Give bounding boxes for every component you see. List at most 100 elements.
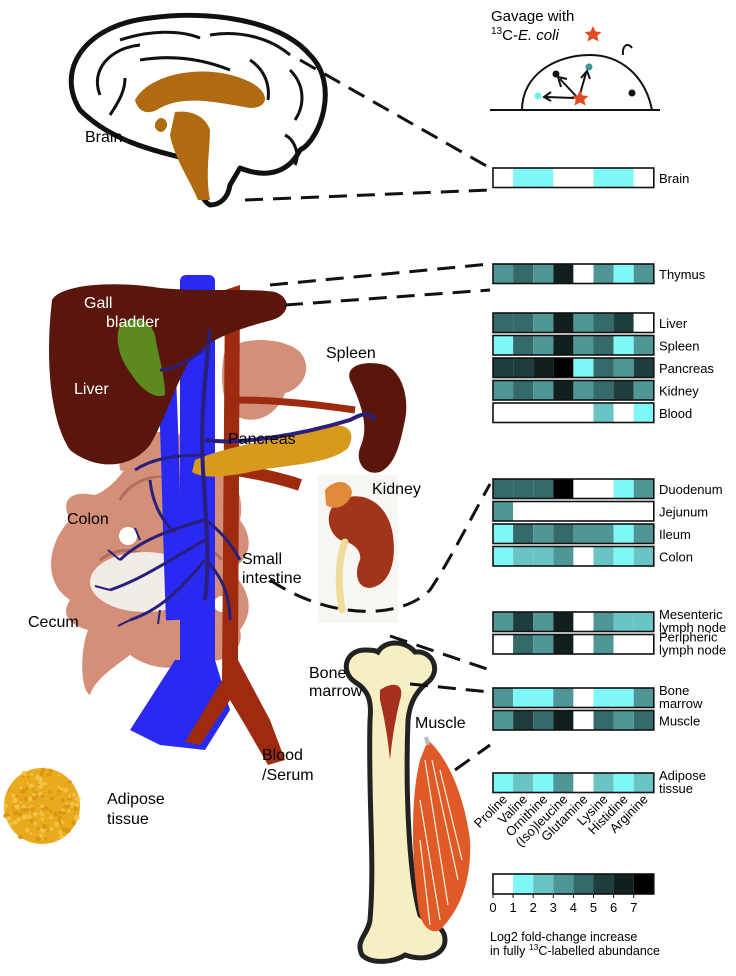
- heatmap-cell: [613, 501, 634, 521]
- heatmap-cell: [513, 358, 534, 378]
- kidney-illustration: [318, 475, 398, 623]
- heatmap-cell: [633, 688, 654, 708]
- amino-acid-labels: ProlineValineOrnithine(Iso)leucineGlutam…: [471, 792, 651, 850]
- heatmap-cell: [633, 380, 654, 400]
- label-cecum: Cecum: [28, 614, 79, 631]
- colorbar-tick: 2: [530, 900, 537, 915]
- heatmap-cell: [493, 524, 514, 544]
- heatmap-cell: [613, 634, 634, 654]
- heatmap-row-frame: [492, 357, 655, 379]
- heatmap-cell: [633, 773, 654, 793]
- heatmap-cell: [573, 773, 594, 793]
- heatmap-cell: [593, 501, 614, 521]
- heatmap-row-frame: [492, 611, 655, 633]
- heatmap-cell: [593, 380, 614, 400]
- heatmap-cell: [493, 546, 514, 566]
- heatmap-cell: [633, 546, 654, 566]
- label-pancreas: Pancreas: [228, 431, 296, 448]
- colorbar-tick: 0: [489, 900, 496, 915]
- colorbar-tick: 4: [570, 900, 577, 915]
- heatmap-cell: [513, 335, 534, 355]
- heatmap-cell: [553, 501, 574, 521]
- label-small-2: intestine: [242, 570, 302, 587]
- label-bone-2: marrow: [309, 683, 363, 700]
- heatmap-cell: [553, 264, 574, 284]
- heatmap-cell: [493, 358, 514, 378]
- heatmap-row-label: Brain: [659, 171, 689, 186]
- colorbar-swatch: [613, 874, 634, 894]
- heatmap-row-label: Peripheric: [659, 630, 718, 645]
- star-icon: [584, 26, 602, 42]
- colorbar-swatch: [573, 874, 594, 894]
- heatmap-cell: [633, 710, 654, 730]
- colorbar-tick: 5: [590, 900, 597, 915]
- label-adipose-2: tissue: [107, 811, 149, 828]
- heatmap-cell: [573, 688, 594, 708]
- heatmap-cell: [573, 380, 594, 400]
- heatmap-cell: [573, 634, 594, 654]
- heatmap-cell: [633, 335, 654, 355]
- heatmap-cell: [593, 313, 614, 333]
- heatmap-cell: [513, 688, 534, 708]
- colorbar-swatch: [633, 874, 654, 894]
- heatmap-row-label: Muscle: [659, 714, 700, 729]
- heatmap-cell: [593, 168, 614, 188]
- heatmap-cell: [633, 501, 654, 521]
- heatmap-row-label: Duodenum: [659, 482, 723, 497]
- heatmap-cell: [613, 403, 634, 423]
- heatmap-cell: [493, 264, 514, 284]
- colorbar-swatch: [513, 874, 534, 894]
- heatmap-cell: [593, 403, 614, 423]
- muscle-illustration: [413, 736, 471, 932]
- label-muscle: Muscle: [415, 715, 466, 732]
- heatmap-cell: [593, 546, 614, 566]
- heatmap-row-frame: [492, 772, 655, 794]
- heatmap-cell: [513, 479, 534, 499]
- heatmap-cell: [513, 168, 534, 188]
- heatmap-cell: [493, 773, 514, 793]
- heatmap-cell: [613, 313, 634, 333]
- heatmap-row-frame: [492, 334, 655, 356]
- heatmap-cell: [533, 688, 554, 708]
- heatmap-cell: [593, 479, 614, 499]
- heatmap-cell: [573, 612, 594, 632]
- heatmap-row-frame: [492, 633, 655, 655]
- heatmap-cell: [493, 688, 514, 708]
- heatmap-cell: [613, 380, 634, 400]
- heatmap-cell: [613, 612, 634, 632]
- label-kidney: Kidney: [372, 481, 421, 498]
- heatmap-cell: [613, 335, 634, 355]
- colorbar-swatch: [493, 874, 514, 894]
- label-liver: Liver: [74, 381, 109, 398]
- heatmap-row-frame: [492, 687, 655, 709]
- heatmap-cell: [553, 380, 574, 400]
- heatmap-cell: [533, 501, 554, 521]
- colorbar-label-line1: Log2 fold-change increase: [490, 930, 637, 944]
- heatmap-row-label: tissue: [659, 781, 693, 796]
- label-gall-2: bladder: [106, 314, 160, 331]
- heatmap-cell: [493, 612, 514, 632]
- star-icon: [571, 90, 589, 106]
- heatmap-cell: [573, 524, 594, 544]
- heatmap-row-label: Ileum: [659, 527, 691, 542]
- label-blood-1: Blood: [262, 747, 303, 764]
- label-colon: Colon: [67, 511, 109, 528]
- abdomen-illustration: [49, 275, 407, 765]
- heatmap-cell: [573, 546, 594, 566]
- heatmap-cell: [553, 313, 574, 333]
- heatmap-cell: [573, 313, 594, 333]
- gavage-title-line2: 13C-E. coli: [491, 26, 559, 44]
- heatmap-cell: [613, 688, 634, 708]
- heatmap-cell: [553, 688, 574, 708]
- connector-lines: [244, 58, 492, 772]
- heatmap-row-label: Thymus: [659, 267, 706, 282]
- label-brain: Brain: [85, 129, 122, 146]
- heatmap-cell: [633, 524, 654, 544]
- heatmap-cell: [533, 612, 554, 632]
- heatmap-cell: [493, 313, 514, 333]
- heatmap-row-frame: [492, 523, 655, 545]
- heatmap-cell: [613, 168, 634, 188]
